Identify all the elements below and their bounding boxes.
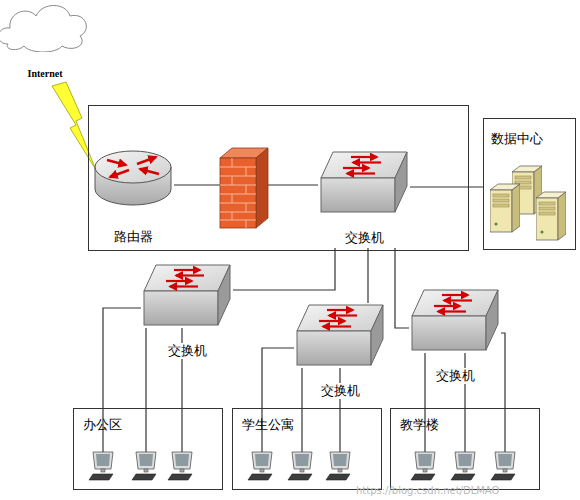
node-label: 交换机 xyxy=(435,368,476,384)
network-link xyxy=(262,348,294,408)
box-heading: 学生公寓 xyxy=(233,409,381,433)
firewall-front xyxy=(220,158,256,228)
internet-cloud: Internet xyxy=(0,0,90,86)
core-network-frame xyxy=(89,106,469,251)
switch-symbol xyxy=(144,265,230,325)
router-icon xyxy=(93,145,173,209)
box-heading: 办公区 xyxy=(74,409,222,433)
computer-icon xyxy=(491,452,515,480)
switch-node: 交换机 xyxy=(409,288,501,386)
wire xyxy=(424,353,425,452)
box-heading: 教学楼 xyxy=(391,409,539,433)
area-box: 教学楼 xyxy=(390,408,540,490)
brick-line xyxy=(220,203,256,204)
brick-line xyxy=(220,194,256,195)
brick-line xyxy=(220,176,256,177)
computer-icon xyxy=(326,452,350,480)
cloud-icon xyxy=(0,0,90,52)
brick-line xyxy=(246,185,247,194)
brick-lines xyxy=(220,158,256,228)
node-label: Internet xyxy=(27,68,64,80)
brick-line xyxy=(232,176,233,185)
firewall-side xyxy=(256,148,268,228)
brick-line xyxy=(246,203,247,212)
computer-icon xyxy=(89,452,113,480)
brick-line xyxy=(232,212,233,220)
computers xyxy=(89,452,515,480)
cloud-symbol xyxy=(0,6,86,53)
wire xyxy=(504,408,505,452)
computer-icon xyxy=(288,452,312,480)
area-box: 办公区 xyxy=(73,408,223,490)
computer-icon xyxy=(132,452,156,480)
brick-line xyxy=(220,220,256,221)
area-box: 学生公寓 xyxy=(232,408,382,490)
switch-node: 交换机 xyxy=(141,263,233,361)
server-icon xyxy=(490,184,520,232)
network-link xyxy=(103,308,141,408)
computer-icon xyxy=(248,452,272,480)
switch-icon xyxy=(295,303,385,371)
switch-symbol xyxy=(297,305,383,365)
lightning-bolt xyxy=(52,82,96,170)
network-link xyxy=(367,248,368,303)
brick-line xyxy=(220,212,256,213)
data-center-box: 数据中心 xyxy=(483,118,576,250)
brick-line xyxy=(232,194,233,203)
watermark: https://blog.csdn.net/DLMAO xyxy=(356,485,499,496)
wire xyxy=(301,368,302,452)
network-link xyxy=(410,186,483,187)
node-label: 路由器 xyxy=(113,229,154,245)
switch-icon xyxy=(142,263,232,331)
computer-icon xyxy=(411,452,435,480)
switch-symbol xyxy=(412,290,498,350)
computer-icon xyxy=(168,452,192,480)
box-heading: 数据中心 xyxy=(484,119,575,147)
brick-line xyxy=(246,220,247,228)
node-label: 交换机 xyxy=(167,343,208,359)
wire xyxy=(339,368,340,452)
switch-symbol xyxy=(321,152,407,212)
switch-icon xyxy=(319,150,409,218)
switch-icon xyxy=(410,288,500,356)
brick-line xyxy=(220,167,256,168)
router-node: 路由器 xyxy=(92,145,174,247)
firewall-icon xyxy=(220,148,268,228)
network-link xyxy=(395,248,409,328)
server-group xyxy=(490,166,566,240)
switch-node: 交换机 xyxy=(318,150,410,248)
computer-icon xyxy=(451,452,475,480)
brick-line xyxy=(232,158,233,167)
router-symbol xyxy=(95,151,171,205)
server-icon xyxy=(536,192,566,240)
brick-line xyxy=(246,167,247,176)
network-link xyxy=(233,248,335,290)
brick-line xyxy=(220,185,256,186)
wire xyxy=(145,328,146,452)
node-label: 交换机 xyxy=(320,383,361,399)
network-link xyxy=(501,333,505,408)
switch-node: 交换机 xyxy=(294,303,386,401)
node-label: 交换机 xyxy=(344,230,385,246)
